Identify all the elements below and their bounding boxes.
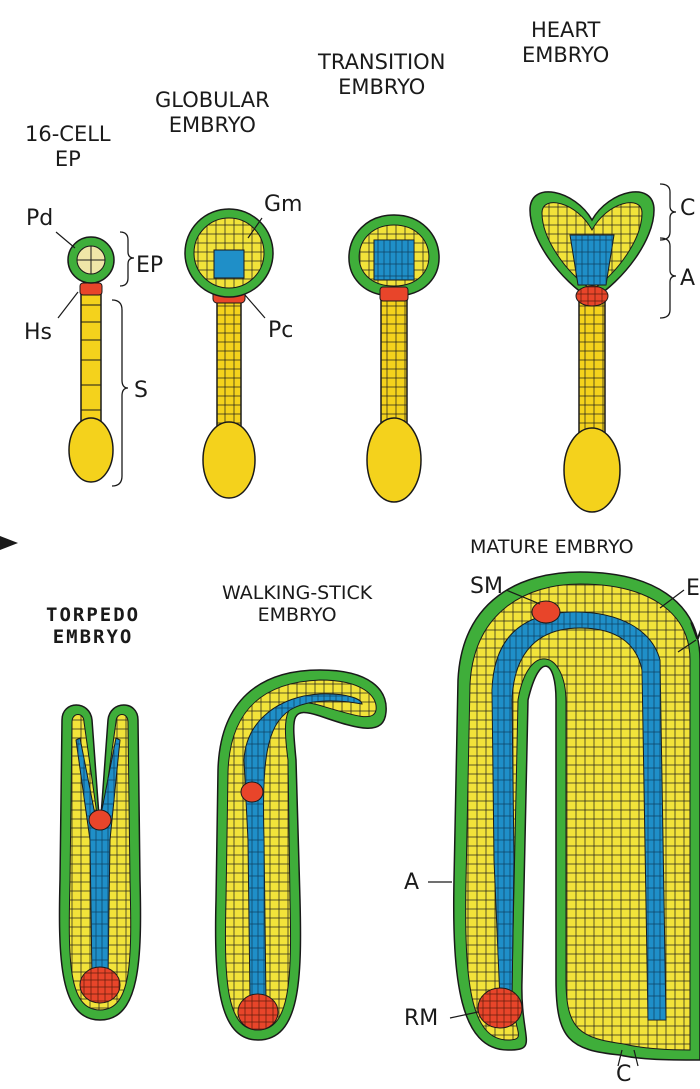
label-rm: RM bbox=[404, 1008, 438, 1030]
stage-heading-heart-line2: EMBRYO bbox=[522, 43, 609, 68]
stage-heading-torpedo: TORPEDO EMBRYO bbox=[46, 604, 140, 649]
label-hs: Hs bbox=[24, 322, 52, 344]
label-sm: SM bbox=[470, 576, 503, 598]
label-ec: Ec bbox=[686, 578, 700, 600]
heart-embryo bbox=[530, 184, 676, 512]
stage-heading-globular-line2: EMBRYO bbox=[155, 113, 270, 138]
label-v: V bbox=[690, 622, 700, 644]
stage-heading-globular: GLOBULAR EMBRYO bbox=[155, 88, 270, 138]
stage-heading-walking-stick-line2: EMBRYO bbox=[222, 604, 372, 626]
mature-embryo bbox=[428, 572, 700, 1066]
transition-embryo bbox=[349, 215, 439, 502]
torpedo-embryo bbox=[59, 705, 140, 1020]
stage-heading-16-cell-line1: 16-CELL bbox=[25, 122, 111, 147]
stage-heading-transition-line1: TRANSITION bbox=[318, 50, 445, 75]
stage-heading-transition: TRANSITION EMBRYO bbox=[318, 50, 445, 100]
stage-heading-globular-line1: GLOBULAR bbox=[155, 88, 270, 113]
flow-arrow-icon bbox=[0, 536, 18, 550]
stage-heading-16-cell-line2: EP bbox=[25, 147, 111, 172]
label-pd: Pd bbox=[26, 208, 53, 230]
stage-heading-transition-line2: EMBRYO bbox=[318, 75, 445, 100]
stage-heading-16-cell: 16-CELL EP bbox=[25, 122, 111, 172]
stage-heading-mature-line1: MATURE EMBRYO bbox=[470, 536, 634, 558]
stage-heading-walking-stick: WALKING-STICK EMBRYO bbox=[222, 582, 372, 627]
stage-heading-heart: HEART EMBRYO bbox=[522, 18, 609, 68]
label-a-mature: A bbox=[404, 872, 419, 894]
sixteen-cell-embryo bbox=[56, 232, 134, 486]
label-gm: Gm bbox=[264, 194, 302, 216]
label-ep: EP bbox=[136, 255, 163, 277]
stage-heading-torpedo-line1: TORPEDO bbox=[46, 604, 140, 626]
label-c-mature: C bbox=[616, 1064, 631, 1086]
stage-heading-mature: MATURE EMBRYO bbox=[470, 536, 634, 558]
label-a-heart: A bbox=[680, 268, 695, 290]
stage-heading-walking-stick-line1: WALKING-STICK bbox=[222, 582, 372, 604]
stage-heading-heart-line1: HEART bbox=[522, 18, 609, 43]
walking-stick-embryo bbox=[216, 670, 387, 1040]
label-s: S bbox=[134, 380, 148, 402]
label-c-heart: C bbox=[680, 198, 695, 220]
stage-heading-torpedo-line2: EMBRYO bbox=[46, 626, 140, 648]
label-pc: Pc bbox=[268, 320, 293, 342]
globular-embryo bbox=[185, 209, 273, 498]
